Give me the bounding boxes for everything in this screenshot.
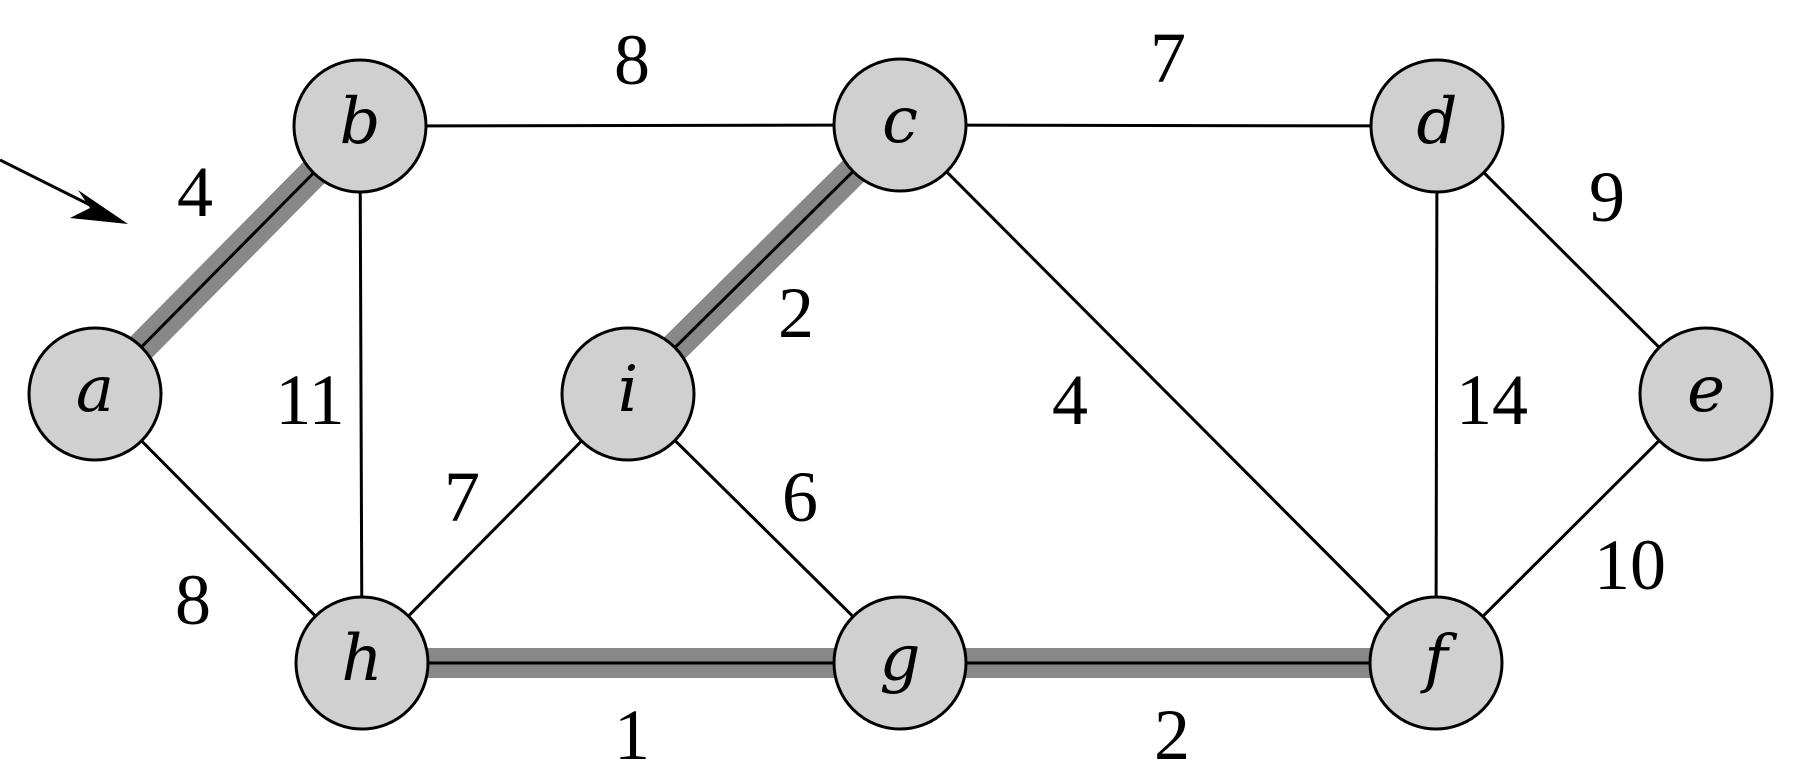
edge-weight-b-c: 8 bbox=[614, 20, 650, 100]
node-f: f bbox=[1368, 595, 1504, 731]
edge-weight-e-f: 10 bbox=[1594, 525, 1666, 605]
node-circle-h bbox=[294, 595, 430, 731]
edge-weight-h-g: 1 bbox=[614, 695, 650, 775]
edge-weight-d-f: 14 bbox=[1456, 360, 1528, 440]
node-circle-c bbox=[832, 57, 968, 193]
node-g: g bbox=[832, 595, 968, 731]
node-label-i: i bbox=[618, 353, 638, 427]
edge-weight-d-e: 9 bbox=[1589, 157, 1625, 237]
pointer-arrow-icon bbox=[0, 158, 128, 224]
edge-weight-a-b: 4 bbox=[177, 152, 213, 232]
node-a: a bbox=[27, 326, 163, 462]
node-circle-d bbox=[1369, 58, 1505, 194]
node-d: d bbox=[1369, 58, 1505, 194]
node-e: e bbox=[1638, 326, 1774, 462]
node-label-b: b bbox=[340, 85, 381, 159]
edge-weight-i-g: 6 bbox=[782, 457, 818, 537]
node-label-a: a bbox=[76, 353, 114, 427]
weights-layer: 4 8 7 9 8 11 7 2 6 4 14 10 1 2 bbox=[175, 18, 1666, 775]
edge-weight-c-f: 4 bbox=[1052, 360, 1088, 440]
edge-c-d bbox=[899, 123, 1438, 128]
node-h: h bbox=[294, 595, 430, 731]
node-label-c: c bbox=[882, 84, 918, 158]
node-i: i bbox=[560, 326, 696, 462]
node-circle-a bbox=[27, 326, 163, 462]
edge-b-h bbox=[358, 125, 364, 664]
edge-weight-i-c: 2 bbox=[778, 273, 814, 353]
node-b: b bbox=[292, 58, 428, 194]
node-circle-g bbox=[832, 595, 968, 731]
edge-c-f bbox=[898, 123, 1438, 665]
nodes-layer: a b c d e f g h i bbox=[27, 57, 1774, 731]
node-label-g: g bbox=[880, 622, 921, 696]
edge-weight-c-d: 7 bbox=[1150, 18, 1186, 98]
edge-b-c bbox=[359, 123, 901, 128]
node-circle-e bbox=[1638, 326, 1774, 462]
edge-weight-b-h: 11 bbox=[275, 360, 344, 440]
node-label-h: h bbox=[341, 622, 382, 696]
node-label-e: e bbox=[1687, 353, 1725, 427]
edge-weight-g-f: 2 bbox=[1154, 695, 1190, 775]
edge-weight-h-i: 7 bbox=[444, 457, 480, 537]
edge-weight-a-h: 8 bbox=[175, 560, 211, 640]
node-label-d: d bbox=[1417, 85, 1458, 159]
node-circle-f bbox=[1368, 595, 1504, 731]
edge-d-f bbox=[1434, 125, 1439, 664]
node-circle-b bbox=[292, 58, 428, 194]
node-circle-i bbox=[560, 326, 696, 462]
node-c: c bbox=[832, 57, 968, 193]
